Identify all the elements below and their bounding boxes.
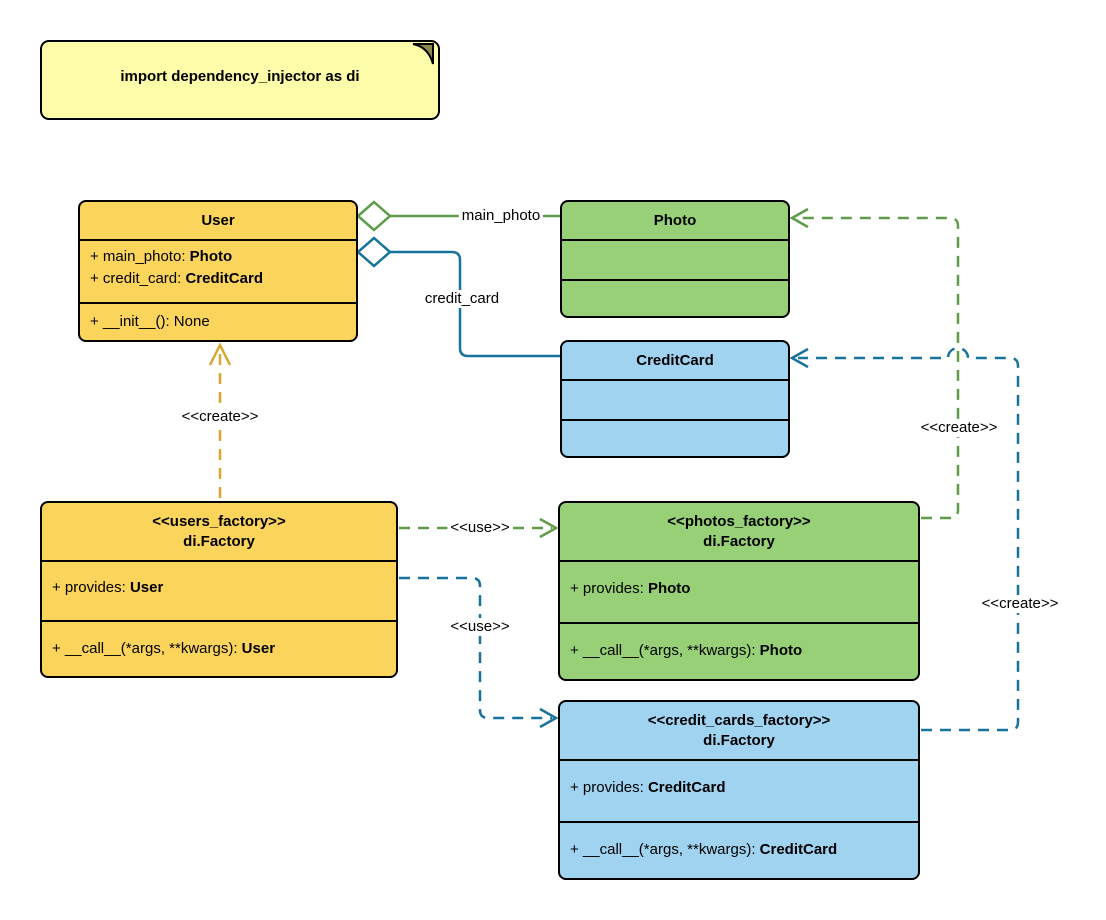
class-users-factory-title: <<users_factory>> di.Factory (42, 503, 396, 560)
method-row: + __init__(): None (90, 313, 210, 330)
class-users-factory: <<users_factory>> di.Factory + provides:… (40, 501, 398, 678)
class-credit-cards-factory-attributes: + provides: CreditCard (560, 759, 918, 821)
edge-label-create-credit-card: <<create>> (978, 595, 1062, 613)
class-credit-card: CreditCard (560, 340, 790, 458)
edge-label-use-credit-cards: <<use>> (447, 618, 513, 636)
class-name: di.Factory (183, 532, 255, 550)
class-photos-factory-title: <<photos_factory>> di.Factory (560, 503, 918, 560)
edge-label-use-photos: <<use>> (447, 519, 513, 537)
class-name: Photo (653, 211, 697, 229)
attribute-row: + main_photo: Photo (90, 248, 233, 265)
class-photo-methods (562, 279, 788, 316)
class-photos-factory: <<photos_factory>> di.Factory + provides… (558, 501, 920, 681)
note-import: import dependency_injector as di (40, 40, 440, 120)
aggregation-diamond-icon (356, 200, 392, 232)
open-arrowhead-icon (789, 207, 809, 229)
class-photo: Photo (560, 200, 790, 318)
attribute-row: + provides: CreditCard (570, 779, 726, 796)
aggregation-diamond-icon (356, 236, 392, 268)
method-row: + __call__(*args, **kwargs): CreditCard (570, 841, 838, 858)
class-photo-title: Photo (562, 202, 788, 239)
attribute-row: + provides: User (52, 579, 164, 596)
dependency-use-credit-cards-factory (399, 576, 559, 729)
class-user-methods: + __init__(): None (80, 302, 356, 340)
class-credit-cards-factory-methods: + __call__(*args, **kwargs): CreditCard (560, 821, 918, 878)
class-credit-card-methods (562, 419, 788, 456)
class-user: User + main_photo: Photo + credit_card: … (78, 200, 358, 342)
note-text: import dependency_injector as di (120, 67, 360, 85)
class-stereotype: <<photos_factory>> (667, 512, 811, 530)
class-users-factory-attributes: + provides: User (42, 560, 396, 620)
class-stereotype: <<credit_cards_factory>> (647, 711, 831, 729)
method-row: + __call__(*args, **kwargs): Photo (570, 642, 803, 659)
class-name: di.Factory (703, 532, 775, 550)
class-name: di.Factory (703, 731, 775, 749)
class-credit-cards-factory: <<credit_cards_factory>> di.Factory + pr… (558, 700, 920, 880)
class-user-attributes: + main_photo: Photo + credit_card: Credi… (80, 239, 356, 302)
edge-label-credit-card: credit_card (421, 290, 503, 308)
open-arrowhead-icon (539, 707, 559, 729)
attribute-row: + credit_card: CreditCard (90, 270, 263, 287)
class-credit-cards-factory-title: <<credit_cards_factory>> di.Factory (560, 702, 918, 759)
edge-label-create-photo: <<create>> (917, 419, 1001, 437)
open-arrowhead-icon (789, 347, 809, 369)
attribute-row: + provides: Photo (570, 580, 691, 597)
edge-label-main-photo: main_photo (458, 207, 544, 225)
class-photo-attributes (562, 239, 788, 279)
class-user-title: User (80, 202, 356, 239)
open-arrowhead-icon (208, 342, 232, 366)
class-name: User (201, 211, 235, 229)
class-name: CreditCard (636, 351, 714, 369)
class-photos-factory-methods: + __call__(*args, **kwargs): Photo (560, 622, 918, 679)
edge-label-create-user: <<create>> (178, 408, 262, 426)
class-users-factory-methods: + __call__(*args, **kwargs): User (42, 620, 396, 676)
dependency-create-photo (789, 207, 960, 520)
open-arrowhead-icon (539, 517, 559, 539)
class-credit-card-title: CreditCard (562, 342, 788, 379)
method-row: + __call__(*args, **kwargs): User (52, 640, 276, 657)
class-stereotype: <<users_factory>> (152, 512, 286, 530)
class-credit-card-attributes (562, 379, 788, 419)
note-fold-icon (412, 43, 434, 65)
class-photos-factory-attributes: + provides: Photo (560, 560, 918, 622)
